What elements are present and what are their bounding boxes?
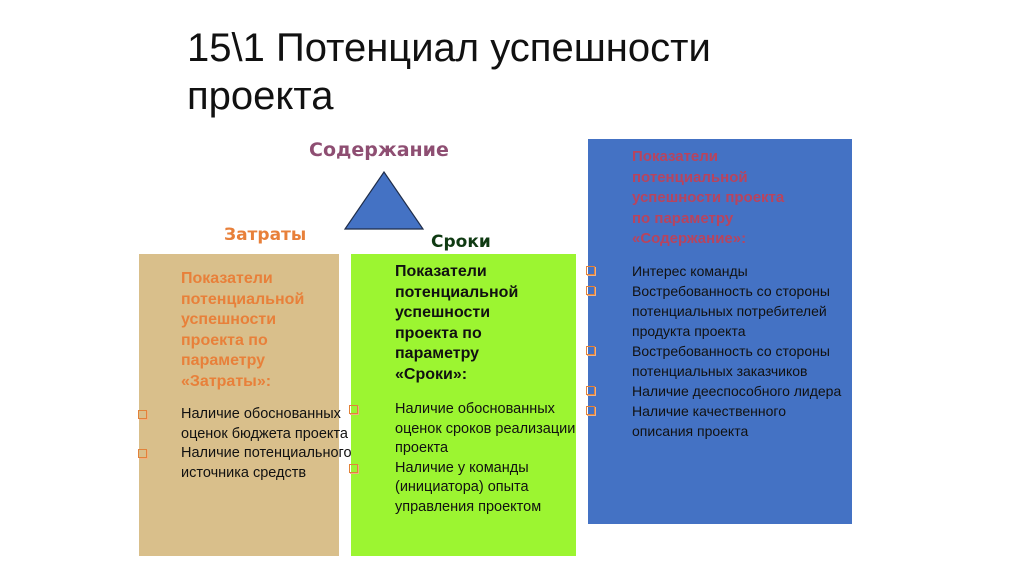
heading-line: проекта по bbox=[395, 324, 482, 342]
heading-line: потенциальной bbox=[632, 168, 748, 186]
list-item: Наличие у команды (инициатора) опыта упр… bbox=[349, 459, 585, 518]
time-heading: Показатели потенциальной успешности прое… bbox=[395, 262, 518, 385]
content-items-list: Интерес команды Востребованность со стор… bbox=[586, 261, 847, 441]
label-time: Сроки bbox=[431, 232, 491, 252]
heading-line: потенциальной bbox=[181, 290, 305, 308]
list-item: Востребованность со стороны потенциальны… bbox=[586, 341, 847, 381]
heading-line: «Сроки»: bbox=[395, 365, 468, 383]
square-bullet-icon bbox=[586, 286, 595, 295]
square-bullet-icon bbox=[138, 449, 147, 458]
list-item-text: Наличие качественного описания проекта bbox=[632, 403, 786, 439]
heading-line: успешности bbox=[395, 304, 491, 321]
list-item: Наличие дееспособного лидера bbox=[586, 381, 847, 401]
cost-items-list: Наличие обоснованных оценок бюджета прое… bbox=[138, 405, 371, 483]
content-indicators-box: Показатели потенциальной успешности прое… bbox=[586, 139, 852, 524]
square-bullet-icon bbox=[586, 406, 595, 415]
list-item-text: Наличие обоснованных оценок сроков реали… bbox=[395, 401, 576, 456]
list-item: Наличие качественного описания проекта bbox=[586, 401, 847, 441]
heading-line: Показатели bbox=[632, 148, 719, 165]
square-bullet-icon bbox=[586, 346, 595, 355]
list-item-text: Наличие у команды (инициатора) опыта упр… bbox=[395, 459, 542, 515]
cost-heading: Показатели потенциальной успешности прое… bbox=[181, 269, 304, 392]
square-bullet-icon bbox=[138, 410, 147, 419]
square-bullet-icon bbox=[586, 266, 595, 275]
time-indicators-box: Показатели потенциальной успешности прое… bbox=[349, 254, 576, 556]
list-item-text: Наличие обоснованных оценок бюджета прое… bbox=[181, 406, 348, 442]
heading-line: Показатели bbox=[181, 270, 273, 287]
heading-line: по параметру bbox=[632, 209, 734, 227]
heading-line: потенциальной bbox=[395, 283, 519, 301]
square-bullet-icon bbox=[349, 463, 358, 473]
list-item-text: Наличие дееспособного лидера bbox=[632, 383, 842, 399]
heading-line: «Затраты»: bbox=[181, 372, 272, 390]
label-content: Содержание bbox=[309, 139, 449, 161]
heading-line: параметру bbox=[395, 345, 480, 362]
triangle-icon bbox=[343, 171, 425, 230]
time-items-list: Наличие обоснованных оценок сроков реали… bbox=[349, 400, 585, 518]
heading-line: «Содержание»: bbox=[632, 230, 747, 247]
cost-indicators-box: Показатели потенциальной успешности прое… bbox=[138, 254, 352, 556]
list-item-text: Интерес команды bbox=[632, 263, 748, 279]
label-cost: Затраты bbox=[224, 225, 307, 245]
square-bullet-icon bbox=[349, 405, 358, 414]
list-item: Интерес команды bbox=[586, 261, 847, 281]
heading-line: параметру bbox=[181, 352, 266, 369]
content-heading: Показатели потенциальной успешности прое… bbox=[632, 147, 784, 250]
list-item-text: Востребованность со стороны потенциальны… bbox=[632, 283, 830, 339]
list-item-text: Востребованность со стороны потенциальны… bbox=[632, 343, 830, 379]
list-item: Востребованность со стороны потенциальны… bbox=[586, 281, 847, 341]
heading-line: проекта по bbox=[181, 331, 268, 349]
square-bullet-icon bbox=[586, 386, 595, 395]
heading-line: Показатели bbox=[395, 263, 487, 280]
heading-line: успешности проекта bbox=[632, 189, 785, 206]
list-item: Наличие обоснованных оценок бюджета прое… bbox=[138, 405, 371, 444]
heading-line: успешности bbox=[181, 311, 277, 328]
list-item: Наличие обоснованных оценок сроков реали… bbox=[349, 400, 585, 459]
list-item: Наличие потенциального источника средств bbox=[138, 444, 371, 483]
list-item-text: Наличие потенциального источника средств bbox=[181, 445, 352, 481]
slide-title: 15\1 Потенциал успешности проекта bbox=[187, 26, 711, 118]
